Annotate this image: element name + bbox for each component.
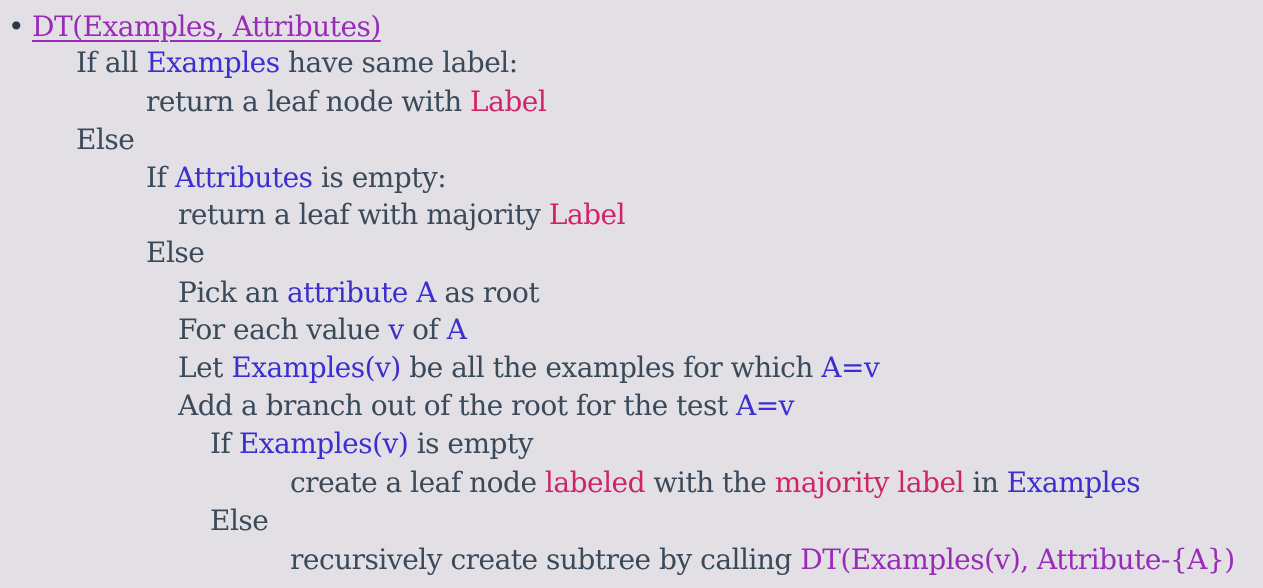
line-else-1: Else	[76, 123, 135, 157]
keyword-labeled: labeled	[544, 466, 646, 499]
slide-title-line: •DT(Examples, Attributes)	[8, 10, 381, 44]
keyword-examples: Examples	[1006, 466, 1141, 499]
text: If	[146, 161, 175, 194]
line-pick-attribute: Pick an attribute A as root	[178, 276, 540, 310]
line-for-each-value: For each value v of A	[178, 313, 467, 347]
keyword-v: v	[388, 313, 404, 346]
text: Let	[178, 351, 232, 384]
text: Pick an	[178, 276, 287, 309]
keyword-label: Label	[470, 85, 547, 118]
line-return-majority-label: return a leaf with majority Label	[178, 198, 626, 232]
text: If	[210, 427, 239, 460]
text: Else	[76, 123, 135, 156]
keyword-a: A	[446, 313, 467, 346]
keyword-examples: Examples	[146, 46, 280, 79]
keyword-a-equals-v: A=v	[821, 351, 880, 384]
text: have same label:	[279, 46, 518, 79]
line-recursive-call: recursively create subtree by calling DT…	[290, 543, 1235, 577]
line-if-examples-v-empty: If Examples(v) is empty	[210, 427, 534, 461]
line-add-branch: Add a branch out of the root for the tes…	[178, 389, 795, 423]
text: in	[963, 466, 1007, 499]
keyword-attribute-a: attribute A	[286, 276, 436, 309]
text: Else	[146, 236, 205, 269]
text: If all	[76, 46, 147, 79]
keyword-examples-v: Examples(v)	[238, 427, 409, 460]
text: is empty:	[312, 161, 447, 194]
keyword-majority-label: majority label	[774, 466, 965, 499]
line-if-all-examples: If all Examples have same label:	[76, 46, 518, 80]
line-if-attributes-empty: If Attributes is empty:	[146, 161, 447, 195]
text: Add a branch out of the root for the tes…	[178, 389, 736, 422]
keyword-examples-v: Examples(v)	[231, 351, 401, 384]
bullet-icon: •	[8, 10, 25, 43]
text: return a leaf node with	[146, 85, 471, 118]
keyword-attributes: Attributes	[174, 161, 313, 194]
line-return-leaf-label: return a leaf node with Label	[146, 85, 547, 119]
text: as root	[435, 276, 540, 309]
line-let-examples: Let Examples(v) be all the examples for …	[178, 351, 880, 385]
text: recursively create subtree by calling	[290, 543, 801, 576]
keyword-recursive-dt-call: DT(Examples(v), Attribute-{A})	[800, 543, 1235, 576]
text: create a leaf node	[290, 466, 545, 499]
text: with the	[645, 466, 775, 499]
function-signature-title[interactable]: DT(Examples, Attributes)	[32, 10, 381, 43]
text: return a leaf with majority	[178, 198, 549, 231]
keyword-label: Label	[548, 198, 626, 231]
text: be all the examples for which	[400, 351, 822, 384]
text: of	[403, 313, 447, 346]
text: Else	[210, 504, 269, 537]
line-create-leaf-majority: create a leaf node labeled with the majo…	[290, 466, 1141, 500]
text: is empty	[408, 427, 534, 460]
keyword-a-equals-v: A=v	[736, 389, 795, 422]
line-else-2: Else	[146, 236, 205, 270]
text: For each value	[178, 313, 389, 346]
line-else-3: Else	[210, 504, 269, 538]
